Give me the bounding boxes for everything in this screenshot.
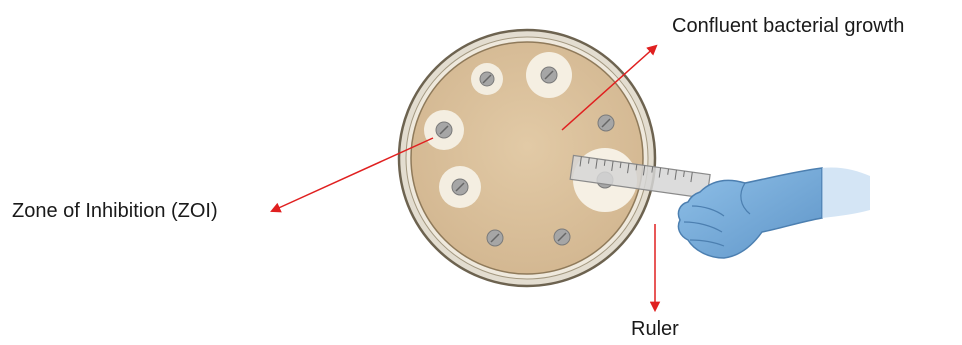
antibiotic-disc <box>487 230 503 246</box>
antibiotic-disc <box>471 63 503 95</box>
antibiotic-disc <box>526 52 572 98</box>
antibiotic-disc <box>439 166 481 208</box>
ruler-label: Ruler <box>631 319 679 339</box>
antibiotic-disc <box>598 115 614 131</box>
growth-label: Confluent bacterial growth <box>672 16 904 36</box>
antibiotic-disc <box>424 110 464 150</box>
zoi-label: Zone of Inhibition (ZOI) <box>12 201 218 221</box>
antibiotic-disc <box>554 229 570 245</box>
